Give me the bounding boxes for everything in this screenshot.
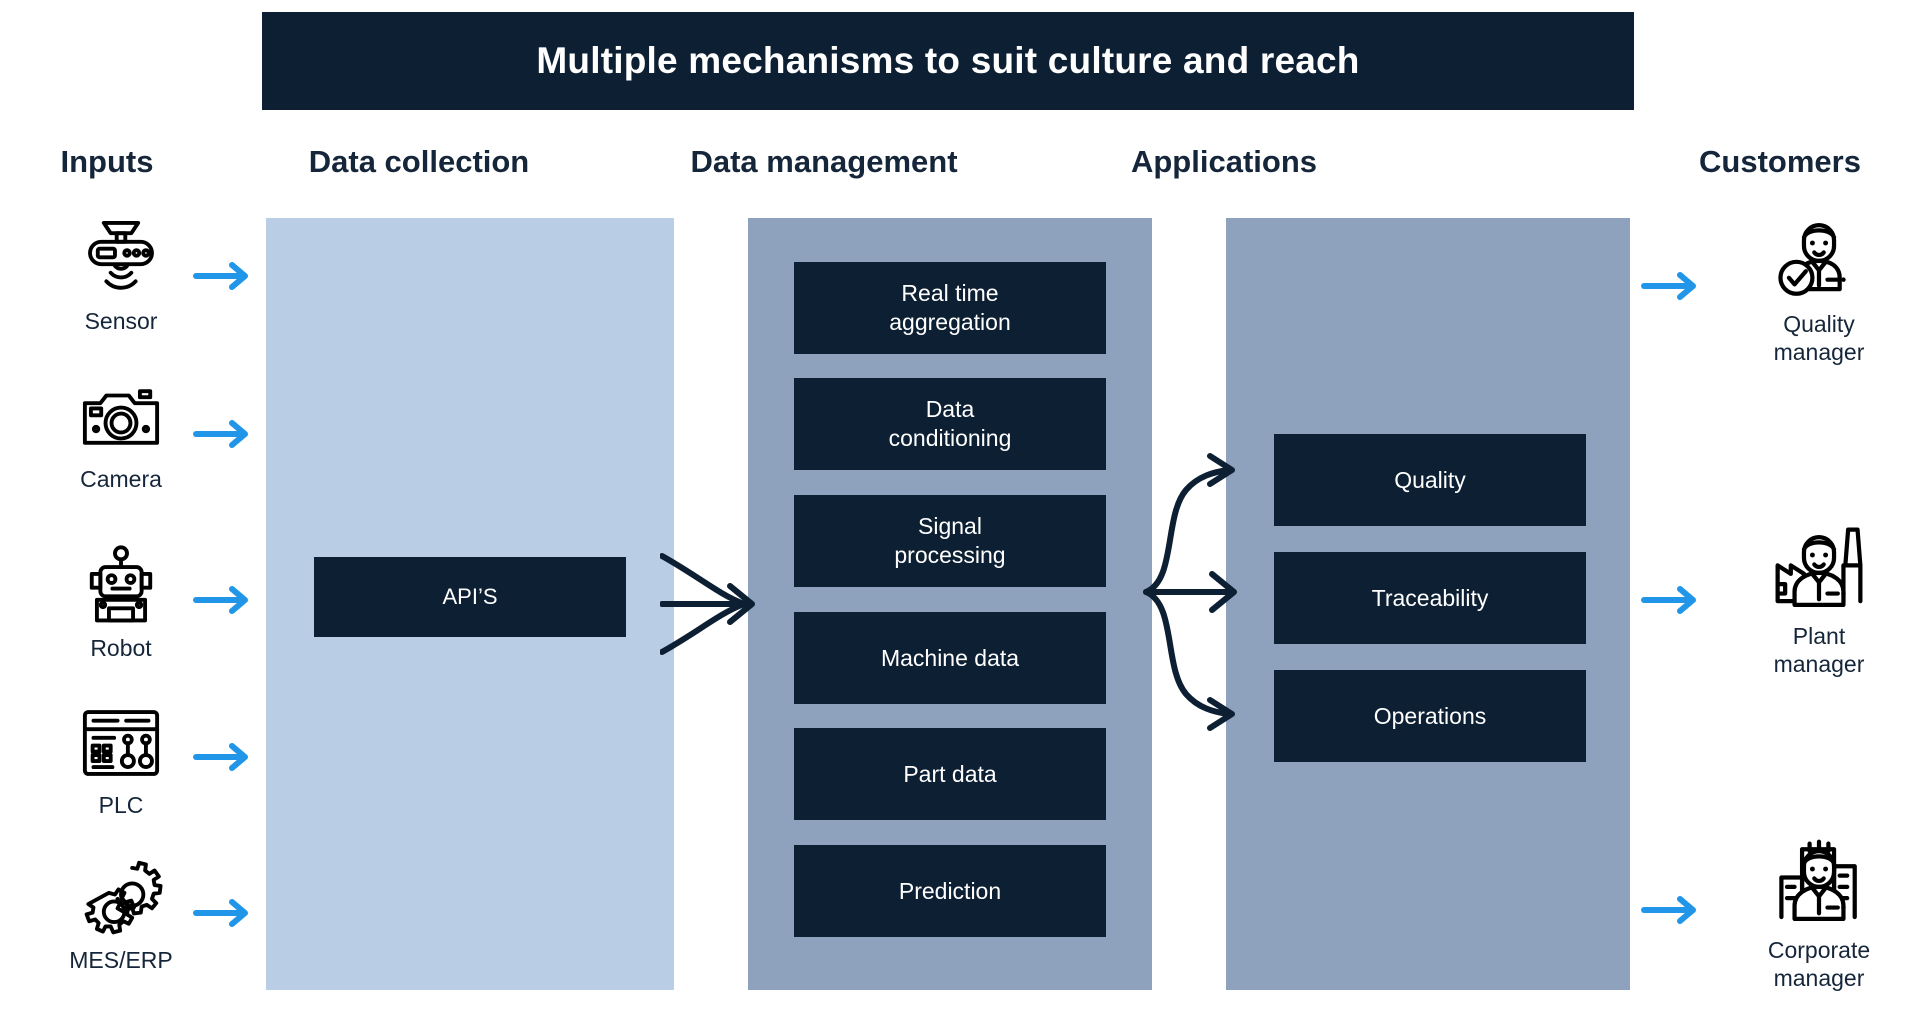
blue-right-arrow-icon xyxy=(1641,586,1696,614)
input-item-plc[interactable]: PLC xyxy=(28,700,214,819)
blue-right-arrow-icon xyxy=(193,586,248,614)
blue-right-arrow-icon xyxy=(193,899,248,927)
blue-right-arrow-icon xyxy=(1641,896,1696,924)
title-banner: Multiple mechanisms to suit culture and … xyxy=(262,12,1634,110)
plant-manager-icon xyxy=(1775,527,1863,607)
customer-label: Plant manager xyxy=(1773,623,1865,678)
blue-right-arrow-icon xyxy=(193,262,248,290)
plc-panel-icon xyxy=(82,710,160,776)
block-quality[interactable]: Quality xyxy=(1274,434,1586,526)
customer-label: Quality manager xyxy=(1773,311,1865,366)
column-header-inputs: Inputs xyxy=(60,144,154,179)
column-header-applications: Applications xyxy=(1130,144,1317,179)
quality-manager-icon xyxy=(1778,223,1846,296)
block-operations[interactable]: Operations xyxy=(1274,670,1586,762)
blue-right-arrow-icon xyxy=(193,420,248,448)
column-header-customers: Customers xyxy=(1699,144,1861,179)
input-label: Robot xyxy=(90,635,152,661)
gears-icon xyxy=(84,860,163,935)
input-label: Sensor xyxy=(84,308,158,334)
merge-arrow-icon xyxy=(660,553,755,655)
blue-right-arrow-icon xyxy=(193,743,248,771)
input-item-mes-erp[interactable]: MES/ERP xyxy=(28,855,214,974)
block-machine-data[interactable]: Machine data xyxy=(794,612,1106,704)
input-label: Camera xyxy=(80,466,162,492)
block-apis[interactable]: API’S xyxy=(314,557,626,637)
customer-item-plant-manager[interactable]: Plant manager xyxy=(1726,524,1912,678)
column-header-data-management: Data management xyxy=(690,144,958,179)
block-real-time-aggregation[interactable]: Real time aggregation xyxy=(794,262,1106,354)
input-item-sensor[interactable]: Sensor xyxy=(28,216,214,335)
customer-item-corporate-manager[interactable]: Corporate manager xyxy=(1726,838,1912,992)
robot-icon xyxy=(89,545,153,623)
blue-right-arrow-icon xyxy=(1641,272,1696,300)
input-label: MES/ERP xyxy=(69,947,173,973)
fan-out-arrow-icon xyxy=(1143,453,1237,731)
camera-icon xyxy=(82,389,160,445)
customer-item-quality-manager[interactable]: Quality manager xyxy=(1726,212,1912,366)
block-part-data[interactable]: Part data xyxy=(794,728,1106,820)
customer-label: Corporate manager xyxy=(1767,937,1871,992)
column-header-data-collection: Data collection xyxy=(308,144,530,179)
banner-title: Multiple mechanisms to suit culture and … xyxy=(536,40,1360,81)
input-label: PLC xyxy=(98,792,144,818)
block-traceability[interactable]: Traceability xyxy=(1274,552,1586,644)
input-item-robot[interactable]: Robot xyxy=(28,543,214,662)
sensor-icon xyxy=(88,220,154,290)
block-signal-processing[interactable]: Signal processing xyxy=(794,495,1106,587)
block-prediction[interactable]: Prediction xyxy=(794,845,1106,937)
input-item-camera[interactable]: Camera xyxy=(28,374,214,493)
corporate-manager-icon xyxy=(1779,839,1857,921)
block-data-conditioning[interactable]: Data conditioning xyxy=(794,378,1106,470)
